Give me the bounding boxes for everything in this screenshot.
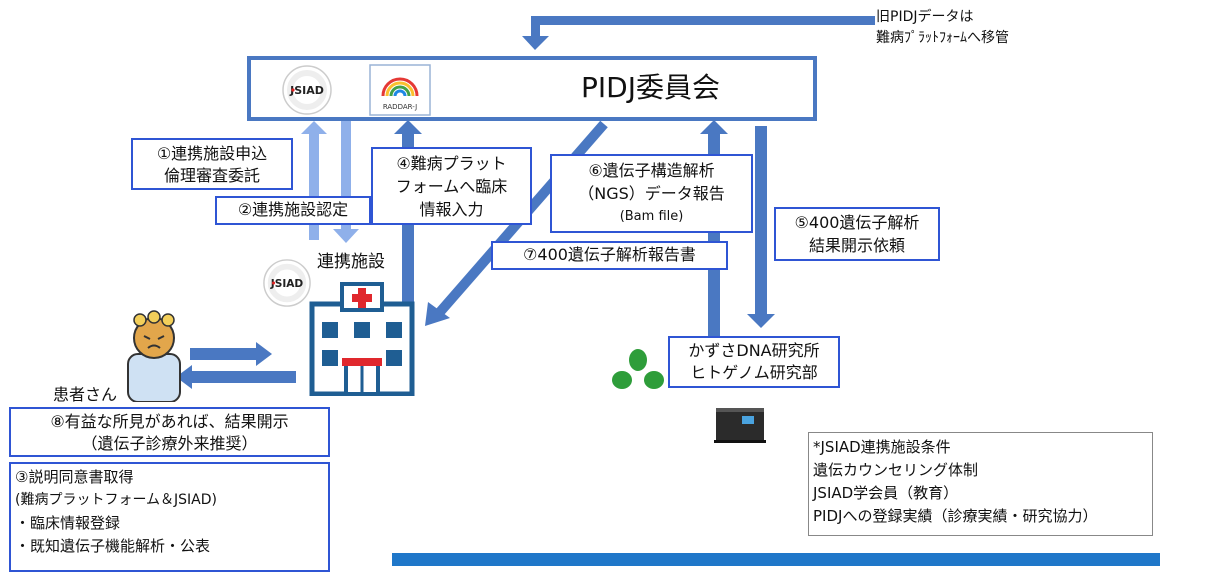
step2-arrow bbox=[333, 121, 359, 243]
step1-box: ①連携施設申込 倫理審査委託 bbox=[131, 138, 293, 190]
patient-icon bbox=[127, 310, 181, 402]
step7-label: ⑦400遺伝子解析報告書 bbox=[523, 245, 696, 264]
patient-to-hospital-arrow bbox=[190, 342, 272, 366]
step4-box: ④難病プラット フォームへ臨床 情報入力 bbox=[371, 147, 532, 225]
top-note: 旧PIDJデータは 難病ﾌﾟﾗｯﾄﾌｫｰﾑへ移管 bbox=[876, 7, 1009, 49]
step7-box: ⑦400遺伝子解析報告書 bbox=[491, 241, 728, 270]
step6-box: ⑥遺伝子構造解析 （NGS）データ報告 (Bam file) bbox=[550, 154, 753, 233]
step6-line: （NGS）データ報告 bbox=[578, 184, 725, 203]
step2-label: ②連携施設認定 bbox=[237, 200, 349, 219]
step3-line: ・既知遺伝子機能解析・公表 bbox=[15, 537, 211, 555]
step8-line: （遺伝子診療外来推奨） bbox=[81, 434, 258, 453]
step6-line: ⑥遺伝子構造解析 bbox=[588, 161, 715, 180]
step6-line: (Bam file) bbox=[619, 209, 684, 224]
step4-line: フォームへ臨床 bbox=[395, 177, 508, 196]
step5-line: ⑤400遺伝子解析 bbox=[794, 213, 920, 232]
step5-line: 結果開示依頼 bbox=[808, 236, 905, 255]
step8-line: ⑧有益な所見があれば、結果開示 bbox=[50, 412, 289, 431]
facility-logo-text: JSIAD bbox=[270, 278, 304, 290]
step5-box: ⑤400遺伝子解析 結果開示依頼 bbox=[774, 207, 940, 261]
sequencer-icon bbox=[714, 408, 766, 443]
facility-label: 連携施設 bbox=[317, 252, 385, 272]
kazusa-leaf-logo bbox=[612, 349, 664, 389]
step2-box: ②連携施設認定 bbox=[215, 196, 371, 225]
hospital-to-patient-arrow bbox=[176, 365, 296, 389]
step4-line: 情報入力 bbox=[419, 200, 484, 219]
conditions-line: *JSIAD連携施設条件 bbox=[813, 438, 951, 456]
hospital-icon bbox=[309, 282, 415, 396]
kazusa-line: かずさDNA研究所 bbox=[688, 341, 820, 360]
step4-line: ④難病プラット bbox=[396, 154, 507, 173]
conditions-line: 遺伝カウンセリング体制 bbox=[813, 461, 979, 479]
step1-line: 倫理審査委託 bbox=[163, 166, 260, 185]
jsiad-logo-text: JSIAD bbox=[289, 84, 324, 97]
raddar-j-logo-text: RADDAR-J bbox=[383, 103, 417, 111]
step3-line: ・臨床情報登録 bbox=[15, 514, 121, 532]
conditions-line: PIDJへの登録実績（診療実績・研究協力） bbox=[813, 507, 1098, 525]
conditions-line: JSIAD学会員（教育） bbox=[813, 484, 959, 502]
pidj-committee-box: JSIAD RADDAR-J PIDJ委員会 bbox=[247, 56, 817, 121]
jsiad-logo: JSIAD bbox=[282, 65, 332, 115]
kazusa-box: かずさDNA研究所 ヒトゲノム研究部 bbox=[668, 336, 840, 388]
kazusa-line: ヒトゲノム研究部 bbox=[690, 363, 818, 382]
step1-line: ①連携施設申込 bbox=[156, 144, 268, 163]
facility-jsiad-logo: JSIAD bbox=[263, 259, 311, 307]
step3-line: (難病プラットフォーム＆JSIAD) bbox=[15, 492, 218, 508]
data-transfer-arrow bbox=[522, 16, 875, 50]
top-note-line: 難病ﾌﾟﾗｯﾄﾌｫｰﾑへ移管 bbox=[876, 30, 1009, 46]
step3-box: ③説明同意書取得 (難病プラットフォーム＆JSIAD) ・臨床情報登録 ・既知遺… bbox=[9, 462, 330, 572]
committee-title: PIDJ委員会 bbox=[581, 71, 720, 104]
step1-arrow bbox=[301, 121, 327, 240]
top-note-line: 旧PIDJデータは bbox=[876, 9, 974, 25]
step8-box: ⑧有益な所見があれば、結果開示 （遺伝子診療外来推奨） bbox=[9, 407, 330, 457]
patient-label: 患者さん bbox=[53, 385, 118, 404]
raddar-j-logo: RADDAR-J bbox=[369, 64, 431, 116]
conditions-box: *JSIAD連携施設条件 遺伝カウンセリング体制 JSIAD学会員（教育） PI… bbox=[808, 432, 1153, 536]
step5-arrow bbox=[747, 126, 775, 328]
bottom-bar bbox=[392, 553, 1160, 566]
step3-line: ③説明同意書取得 bbox=[15, 468, 134, 486]
